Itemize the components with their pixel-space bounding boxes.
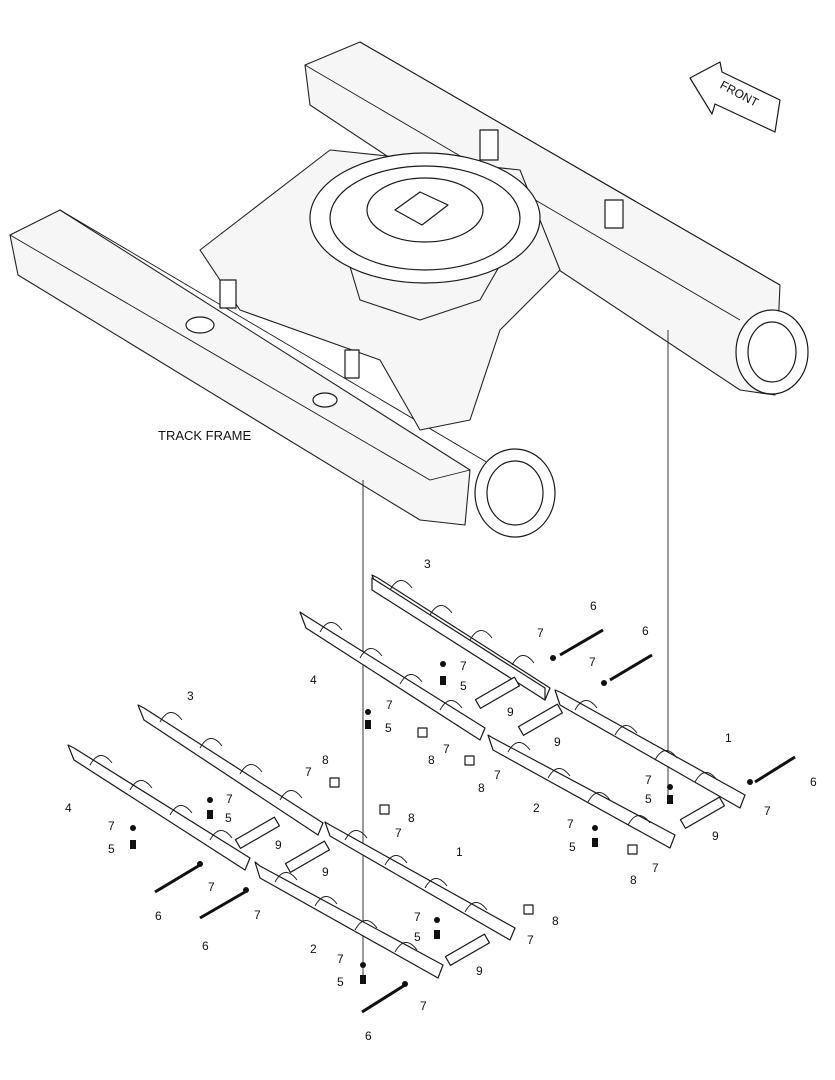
callout-washer: 7 <box>108 819 115 833</box>
callout-washer: 7 <box>589 655 596 669</box>
callout-spacer: 9 <box>322 865 329 879</box>
callout-washer: 7 <box>305 765 312 779</box>
rail-1-upper <box>554 689 746 809</box>
callout-rail-1: 1 <box>456 845 463 859</box>
callout-washer: 7 <box>443 742 450 756</box>
callout-spacer: 9 <box>507 705 514 719</box>
rail-2-lower <box>254 861 444 979</box>
callout-spacer: 9 <box>476 964 483 978</box>
callout-pin: 6 <box>202 939 209 953</box>
callout-washer: 7 <box>337 952 344 966</box>
callout-pin: 6 <box>810 775 817 789</box>
callout-washer: 7 <box>386 698 393 712</box>
callout-washer: 7 <box>226 792 233 806</box>
hardware-bolts-washers-nuts <box>130 655 753 987</box>
callout-nut: 8 <box>408 811 415 825</box>
callout-numbers: 3 4 1 2 3 4 1 2 6 6 6 6 6 6 7 7 7 7 7 7 … <box>65 557 817 1043</box>
callout-rail-2: 2 <box>310 942 317 956</box>
callout-pin: 6 <box>642 624 649 638</box>
rail-4-lower <box>67 744 251 871</box>
callout-washer: 7 <box>645 773 652 787</box>
callout-rail-2: 2 <box>533 801 540 815</box>
callout-pin: 6 <box>155 909 162 923</box>
callout-washer: 7 <box>652 861 659 875</box>
callout-bolt: 5 <box>385 721 392 735</box>
callout-bolt: 5 <box>225 811 232 825</box>
track-frame-label: TRACK FRAME <box>158 428 252 443</box>
callout-nut: 8 <box>478 781 485 795</box>
callout-bolt: 5 <box>414 930 421 944</box>
callout-bolt: 5 <box>337 975 344 989</box>
pins-6 <box>154 628 796 1014</box>
front-direction-arrow: FRONT <box>689 61 781 133</box>
callout-spacer: 9 <box>712 829 719 843</box>
spacers-9 <box>234 676 726 966</box>
callout-washer: 7 <box>414 910 421 924</box>
callout-nut: 8 <box>552 914 559 928</box>
callout-rail-1: 1 <box>725 731 732 745</box>
callout-nut: 8 <box>428 753 435 767</box>
callout-washer: 7 <box>494 768 501 782</box>
callout-bolt: 5 <box>645 792 652 806</box>
callout-bolt: 5 <box>569 840 576 854</box>
callout-washer: 7 <box>208 880 215 894</box>
callout-nut: 8 <box>322 753 329 767</box>
callout-rail-4: 4 <box>310 673 317 687</box>
callout-washer: 7 <box>395 826 402 840</box>
rail-2-upper <box>487 734 676 849</box>
rail-3-lower <box>137 704 324 836</box>
callout-pin: 6 <box>365 1029 372 1043</box>
callout-washer: 7 <box>764 804 771 818</box>
callout-washer: 7 <box>420 999 427 1013</box>
rail-1-lower <box>324 821 516 941</box>
callout-washer: 7 <box>254 908 261 922</box>
rail-3-upper <box>371 574 551 701</box>
callout-rail-4: 4 <box>65 801 72 815</box>
callout-bolt: 5 <box>108 842 115 856</box>
callout-pin: 6 <box>590 599 597 613</box>
callout-washer: 7 <box>537 626 544 640</box>
callout-nut: 8 <box>630 873 637 887</box>
callout-washer: 7 <box>460 659 467 673</box>
callout-rail-3: 3 <box>424 557 431 571</box>
callout-bolt: 5 <box>460 679 467 693</box>
rail-4-upper <box>299 611 486 741</box>
callout-spacer: 9 <box>554 735 561 749</box>
callout-rail-3: 3 <box>187 689 194 703</box>
callout-spacer: 9 <box>275 838 282 852</box>
callout-washer: 7 <box>567 817 574 831</box>
callout-washer: 7 <box>527 933 534 947</box>
track-frame-drawing <box>9 41 809 538</box>
